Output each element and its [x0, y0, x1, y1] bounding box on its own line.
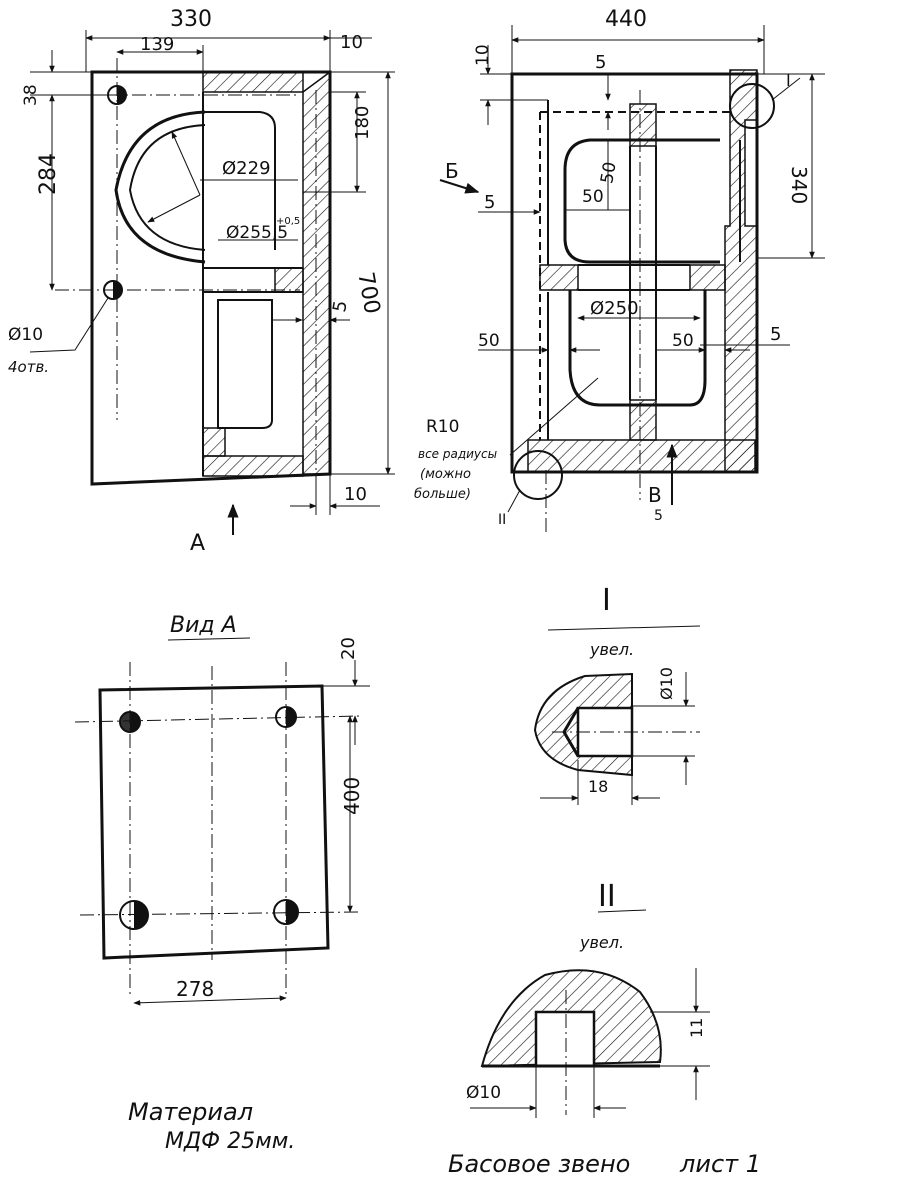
- dim-dia-250: Ø250: [590, 298, 639, 319]
- dim-10-bottom: 10: [344, 484, 367, 505]
- detail-2-dia: Ø10: [466, 1083, 501, 1103]
- dim-5-left: 5: [484, 192, 495, 213]
- dim-dia-229: Ø229: [222, 158, 271, 179]
- dim-5-gap: 5: [329, 299, 352, 314]
- dim-700: 700: [352, 270, 384, 316]
- view-arrow-a: A: [190, 531, 205, 556]
- dim-10-side-top: 10: [473, 44, 493, 66]
- dim-dia-255-tol: +0,5: [276, 216, 300, 227]
- dim-20: 20: [338, 637, 359, 660]
- dim-340: 340: [787, 166, 811, 204]
- dim-50-a: 50: [597, 160, 620, 185]
- side-section-view: [510, 69, 775, 535]
- dim-278: 278: [176, 977, 214, 1001]
- section-b-label: В: [648, 483, 662, 507]
- front-section-view: [55, 58, 332, 486]
- detail-1-dia: Ø10: [657, 667, 676, 700]
- dim-284: 284: [36, 153, 61, 195]
- dim-139: 139: [140, 34, 174, 55]
- dim-330: 330: [170, 7, 212, 32]
- view-a-dimensions: 20 400 278: [133, 637, 370, 1006]
- dim-38: 38: [21, 84, 41, 106]
- dim-440: 440: [605, 7, 647, 32]
- detail-1-title: I: [602, 583, 611, 618]
- view-a: Вид А: [74, 613, 361, 995]
- radius-note-r: R10: [426, 417, 459, 437]
- arrow-label-b: Б: [445, 159, 459, 183]
- section-b-sub: 5: [654, 508, 663, 524]
- dim-180: 180: [352, 106, 373, 140]
- radius-note-4: больше): [414, 487, 471, 502]
- dim-10-top: 10: [340, 32, 363, 53]
- dim-5-step: 5: [595, 52, 606, 73]
- material-value: МДФ 25мм.: [165, 1129, 295, 1154]
- detail-2-marker: II: [498, 512, 506, 528]
- front-section-dimensions: 330 139 10 38 284 180 700 Ø229 Ø255,5 +0…: [8, 7, 395, 556]
- hole-note-count: 4отв.: [8, 358, 49, 376]
- detail-1: I увел. Ø10 18: [533, 583, 701, 805]
- dim-dia-255: Ø255,5: [226, 223, 288, 243]
- hole-note-dia: Ø10: [8, 325, 43, 345]
- dim-50-b: 50: [582, 187, 604, 207]
- detail-2-depth: 11: [687, 1018, 706, 1038]
- material-label: Материал: [128, 1098, 253, 1126]
- detail-1-depth: 18: [588, 777, 608, 796]
- dim-5-right: 5: [770, 324, 781, 345]
- dim-50-right: 50: [672, 331, 694, 351]
- title-block-part-name: Басовое звено: [448, 1150, 630, 1178]
- detail-1-subtitle: увел.: [589, 640, 634, 659]
- radius-note-2: все радиусы: [418, 447, 497, 461]
- dim-50-left: 50: [478, 331, 500, 351]
- radius-note-3: (можно: [420, 467, 471, 482]
- title-block-sheet: лист 1: [679, 1150, 761, 1178]
- notes: Материал МДФ 25мм. Басовое звено лист 1: [128, 1098, 761, 1178]
- detail-1-marker: I: [786, 71, 791, 90]
- view-a-title: Вид А: [170, 613, 237, 638]
- dim-400: 400: [340, 777, 364, 815]
- detail-2-title: II: [598, 879, 616, 914]
- detail-2-subtitle: увел.: [579, 933, 624, 952]
- side-section-dimensions: 440 10 5 50 50 Б 5 340 Ø250 50 50: [414, 7, 825, 528]
- detail-2: II увел. 11 Ø10: [466, 879, 710, 1118]
